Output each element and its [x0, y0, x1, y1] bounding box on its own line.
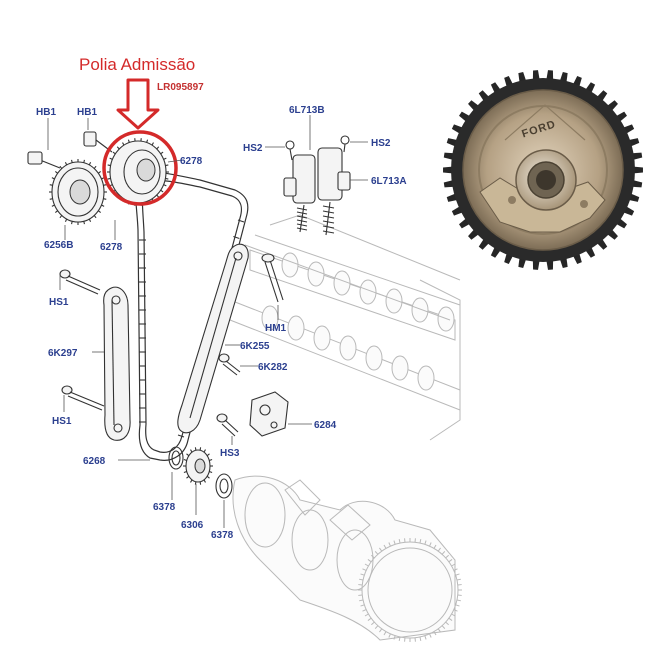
label-6k255: 6K255 — [240, 341, 270, 352]
leader-lines — [47, 115, 368, 528]
tensioner-guide-6k297 — [103, 286, 131, 441]
bolt-hs1-bottom — [61, 385, 105, 411]
callout-arrow — [116, 78, 160, 130]
crankshaft — [232, 475, 462, 642]
washer-6378-left — [168, 446, 184, 470]
label-hs2-right: HS2 — [371, 138, 391, 149]
chain-tensioner-6284 — [249, 391, 289, 437]
label-6256b: 6256B — [44, 240, 73, 251]
label-6284: 6284 — [314, 420, 337, 431]
bolt-6k282 — [218, 353, 241, 376]
washer-6378-right — [215, 473, 233, 499]
label-hb1-right: HB1 — [77, 107, 97, 118]
intake-pulley-photo: FORD — [443, 70, 643, 270]
cylinder-head-outline — [244, 214, 461, 441]
label-6378-left: 6378 — [153, 502, 176, 513]
label-hm1: HM1 — [265, 323, 287, 334]
label-hs1-bottom: HS1 — [52, 416, 72, 427]
bolt-hs1-top — [59, 269, 101, 295]
camshaft-upper — [249, 249, 456, 341]
label-hs2-left: HS2 — [243, 143, 263, 154]
label-6306: 6306 — [181, 520, 204, 531]
label-6278-bottom: 6278 — [100, 242, 123, 253]
highlight-circle — [102, 130, 178, 206]
exhaust-sprocket-6256b — [27, 151, 107, 225]
crank-sprocket-6306 — [183, 447, 213, 485]
callout-title: Polia Admissão — [79, 55, 195, 74]
bolt-hm1 — [261, 253, 284, 303]
label-6378-right: 6378 — [211, 530, 234, 541]
label-6268: 6268 — [83, 456, 106, 467]
label-hs1-top: HS1 — [49, 297, 69, 308]
callout-part-number: LR095897 — [157, 82, 204, 93]
intake-sprocket-highlighted — [83, 130, 178, 206]
label-6l713b: 6L713B — [289, 105, 325, 116]
chain-guide-6k255 — [177, 243, 249, 434]
label-6k297: 6K297 — [48, 348, 78, 359]
label-6278-top: 6278 — [180, 156, 203, 167]
label-6k282: 6K282 — [258, 362, 288, 373]
label-hs3: HS3 — [220, 448, 240, 459]
label-hb1-left: HB1 — [36, 107, 56, 118]
bolt-hs3 — [216, 413, 239, 437]
vct-solenoid-valves — [283, 135, 351, 236]
label-6l713a: 6L713A — [371, 176, 407, 187]
